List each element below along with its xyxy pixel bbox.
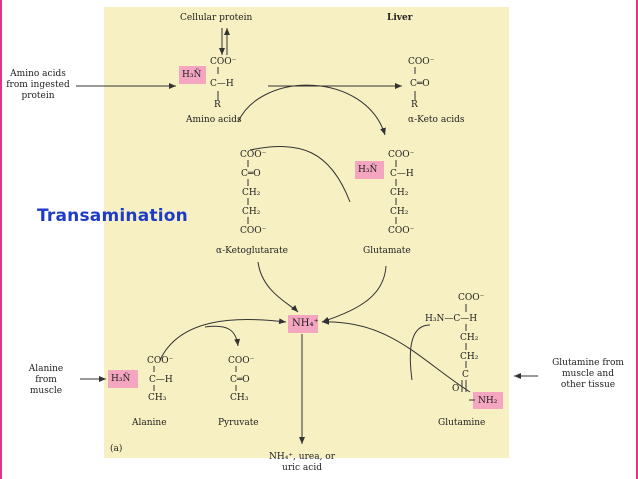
- panel-letter: (a): [110, 444, 123, 454]
- gln-nh2: NH₂: [478, 396, 498, 406]
- alanine-source-1: Alanine: [28, 364, 64, 374]
- ala-coo: COO⁻: [147, 356, 174, 366]
- glutamate-to-nh4-curve: [321, 265, 387, 323]
- aa-h3n: H₃N̈: [182, 70, 202, 80]
- pyr-co: C═O: [230, 375, 250, 385]
- cellular-protein-label: Cellular protein: [180, 13, 253, 23]
- ammonium-label: NH₄⁺: [292, 318, 319, 329]
- keto-coo: COO⁻: [408, 57, 435, 67]
- glu-coo-top: COO⁻: [388, 150, 415, 160]
- alanine-amino-highlight: [108, 370, 138, 388]
- gln-c: C: [462, 370, 469, 380]
- glutamine-loop: [409, 324, 431, 381]
- amino-to-ketoglutarate-curve: [237, 84, 386, 136]
- glutamate-to-ketoglutarate-curve: [249, 146, 351, 203]
- alanine-source-3: muscle: [29, 386, 63, 396]
- glutamine-amide-highlight: [473, 392, 503, 409]
- liver-label: Liver: [387, 13, 413, 23]
- akg-ch2-1: CH₂: [242, 188, 261, 198]
- glu-ch: C—H: [390, 169, 414, 179]
- akg-ch2-2: CH₂: [242, 207, 261, 217]
- gln-o: O: [452, 384, 460, 394]
- alanine-label: Alanine: [132, 418, 167, 428]
- glu-ch2-2: CH₂: [390, 207, 409, 217]
- products-label-1: NH₄⁺, urea, or: [268, 452, 336, 462]
- akg-coo-bottom: COO⁻: [240, 226, 267, 236]
- products-label-2: uric acid: [282, 463, 322, 473]
- liver-panel: [104, 7, 509, 458]
- glu-coo-bottom: COO⁻: [388, 226, 415, 236]
- gln-h3n-ch: H₃N—C—H: [425, 314, 478, 324]
- alanine-source-2: from: [35, 375, 57, 385]
- glutamine-bonds: [461, 304, 475, 401]
- aa-ch: C—H: [210, 79, 234, 89]
- ketoglutarate-to-nh4-curve: [257, 261, 299, 313]
- to-pyruvate-curve: [204, 325, 241, 347]
- akg-coo-top: COO⁻: [240, 150, 267, 160]
- transamination-label: Transamination: [37, 206, 188, 226]
- ala-h3n: H₃N̈: [111, 374, 131, 384]
- glutamine-source-1: Glutamine from: [552, 358, 624, 368]
- glutamate-label: Glutamate: [363, 246, 411, 256]
- ala-ch3: CH₃: [148, 393, 167, 403]
- pyr-ch3: CH₃: [230, 393, 249, 403]
- glutamate-amino-highlight: [355, 161, 384, 179]
- glu-h3n: H₃N̈: [358, 165, 378, 175]
- ala-ch: C—H: [149, 375, 173, 385]
- aa-coo: COO⁻: [210, 57, 237, 67]
- glutamine-source-2: muscle and: [562, 369, 614, 379]
- aa-r: R: [214, 100, 221, 110]
- ingested-label-2: from ingested: [6, 80, 70, 90]
- gln-coo: COO⁻: [458, 293, 485, 303]
- keto-r: R: [411, 100, 418, 110]
- alanine-transamination-curve: [159, 318, 287, 361]
- ammonium-highlight: [288, 315, 318, 333]
- ingested-label-3: protein: [21, 91, 55, 101]
- glutamine-to-nh4-curve: [321, 318, 471, 393]
- glutamine-label: Glutamine: [438, 418, 486, 428]
- pyruvate-label: Pyruvate: [218, 418, 259, 428]
- glu-ch2-1: CH₂: [390, 188, 409, 198]
- pyr-coo: COO⁻: [228, 356, 255, 366]
- gln-ch2-2: CH₂: [460, 352, 479, 362]
- amino-group-highlight: [179, 66, 206, 84]
- glutamine-source-3: other tissue: [560, 380, 616, 390]
- gln-ch2-1: CH₂: [460, 333, 479, 343]
- akg-co: C═O: [241, 169, 261, 179]
- alpha-ketoglutarate-label: α-Ketoglutarate: [216, 246, 288, 256]
- ingested-label-1: Amino acids: [10, 69, 66, 79]
- alpha-keto-acids-label: α-Keto acids: [408, 115, 465, 125]
- keto-co: C═O: [410, 79, 430, 89]
- amino-acids-label: Amino acids: [186, 115, 242, 125]
